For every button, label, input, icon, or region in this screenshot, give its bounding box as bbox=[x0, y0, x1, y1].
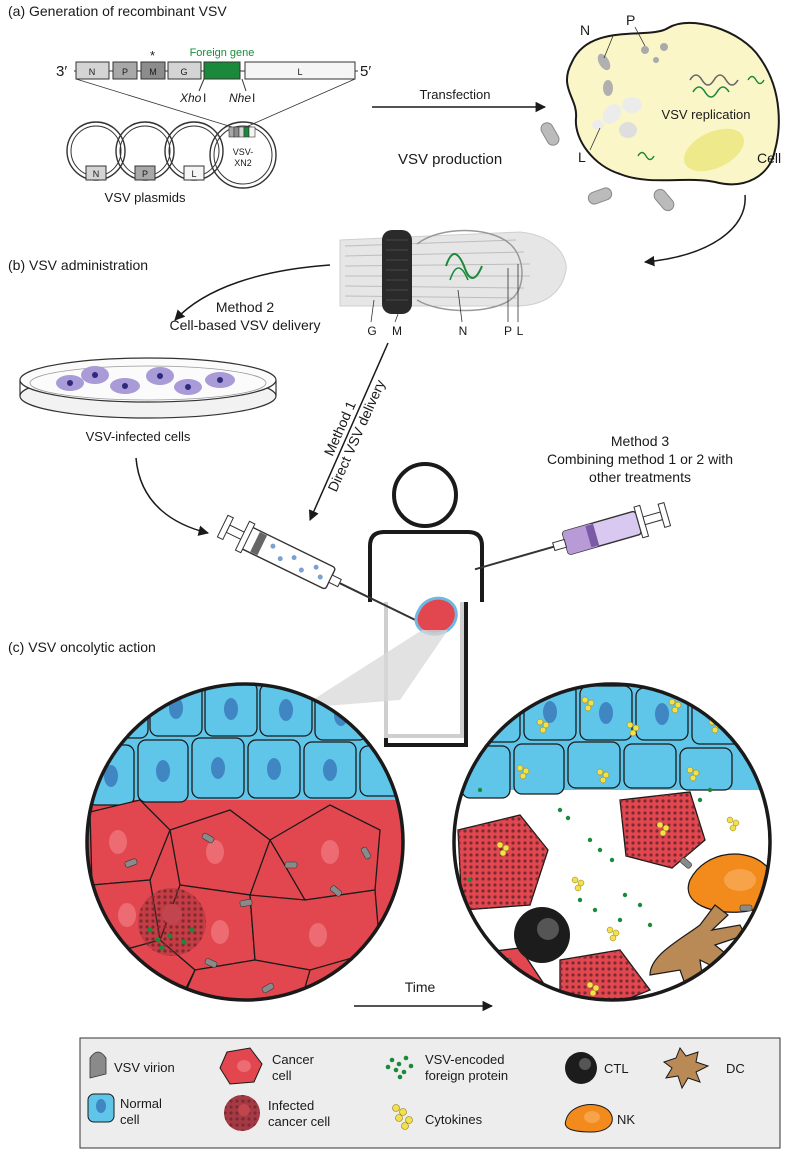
replication-label: VSV replication bbox=[662, 107, 751, 122]
foreign-protein-icon bbox=[385, 1055, 414, 1080]
nhei-site-suffix: I bbox=[252, 91, 255, 105]
gene-g-label: G bbox=[180, 67, 187, 77]
legend-cancer-line2: cell bbox=[272, 1068, 292, 1083]
strand-3prime-label: 3′ bbox=[56, 63, 67, 80]
legend-infected-line1: Infected bbox=[268, 1098, 314, 1113]
plasmid-l-label: L bbox=[191, 169, 196, 179]
tumor-site[interactable] bbox=[414, 596, 458, 636]
virion-icon bbox=[89, 1051, 107, 1079]
legend-foreign-line2: foreign protein bbox=[425, 1068, 508, 1083]
time-label: Time bbox=[405, 979, 436, 995]
legend-normal-line2: cell bbox=[120, 1112, 140, 1127]
legend-nk: NK bbox=[564, 1104, 635, 1133]
xhoi-site-prefix: Xho bbox=[179, 91, 202, 105]
legend-virion-label: VSV virion bbox=[114, 1060, 175, 1075]
plasmid-n-label: N bbox=[93, 169, 100, 179]
budding-virions bbox=[540, 122, 675, 212]
legend-normal: Normal cell bbox=[87, 1093, 162, 1127]
legend: VSV virion Normal cell Cancer cell Infec… bbox=[79, 1037, 781, 1149]
gene-m-box bbox=[140, 61, 166, 80]
vsv-plasmids: N P L VSV- XN2 VSV plasmids bbox=[66, 121, 277, 205]
method2-line2: Cell-based VSV delivery bbox=[170, 317, 321, 333]
vsv-virion-structure: G M N P L bbox=[339, 229, 567, 338]
vector-label-1: VSV- bbox=[233, 147, 254, 157]
panel-a-title: (a) Generation of recombinant VSV bbox=[8, 3, 227, 19]
cell-p-label: P bbox=[626, 12, 635, 28]
virion-l-label: L bbox=[517, 324, 524, 338]
cell-n-label: N bbox=[580, 22, 590, 38]
virion-p-label: P bbox=[504, 324, 512, 338]
vector-label-2: XN2 bbox=[234, 158, 252, 168]
syringe-left[interactable] bbox=[216, 512, 439, 642]
petri-dish bbox=[19, 357, 277, 419]
method3-line2: Combining method 1 or 2 with bbox=[547, 451, 733, 467]
legend-normal-line1: Normal bbox=[120, 1096, 162, 1111]
gene-g-box bbox=[167, 61, 202, 80]
gene-n-box bbox=[75, 61, 110, 80]
legend-cytokines-label: Cytokines bbox=[425, 1112, 483, 1127]
legend-infected-line2: cancer cell bbox=[268, 1114, 330, 1129]
virion-m-label: M bbox=[392, 324, 402, 338]
syringe-right[interactable] bbox=[471, 499, 672, 585]
gene-n-label: N bbox=[89, 67, 96, 77]
vsv-genome: 3′ 5′ N P M * G Foreign gene L Xho I Nhe… bbox=[56, 47, 371, 128]
legend-foreign: VSV-encoded foreign protein bbox=[385, 1052, 508, 1083]
production-arrow bbox=[643, 194, 746, 267]
method2-line1: Method 2 bbox=[216, 299, 275, 315]
virion-n-label: N bbox=[459, 324, 468, 338]
dc-icon bbox=[662, 1046, 710, 1090]
infected-cells-caption: VSV-infected cells bbox=[86, 429, 191, 444]
foreign-gene-box bbox=[203, 61, 241, 80]
gene-l-box bbox=[244, 61, 356, 80]
legend-cytokines: Cytokines bbox=[392, 1104, 483, 1130]
vsv-production-label: VSV production bbox=[398, 151, 502, 168]
panel-b-title: (b) VSV administration bbox=[8, 257, 148, 273]
gene-p-label: P bbox=[122, 67, 128, 77]
transfection-label: Transfection bbox=[419, 87, 490, 102]
tumor-after bbox=[452, 682, 772, 1002]
xhoi-site-suffix: I bbox=[203, 91, 206, 105]
method1-arrow bbox=[309, 342, 389, 521]
legend-dc: DC bbox=[662, 1046, 745, 1090]
plasmid-p-label: P bbox=[142, 169, 148, 179]
host-cell: Cell VSV replication N P L bbox=[566, 12, 781, 186]
legend-ctl: CTL bbox=[565, 1052, 629, 1084]
zoom-wedge bbox=[300, 630, 448, 708]
legend-cancer-line1: Cancer bbox=[272, 1052, 315, 1067]
cell-label: Cell bbox=[757, 150, 781, 166]
cell-delivery-arrow bbox=[135, 457, 210, 536]
gene-m-label: M bbox=[149, 67, 157, 77]
transfection-arrow: Transfection bbox=[372, 87, 547, 113]
legend-nk-label: NK bbox=[617, 1112, 635, 1127]
legend-virion: VSV virion bbox=[89, 1051, 175, 1079]
strand-5prime-label: 5′ bbox=[360, 63, 371, 80]
virion-g-label: G bbox=[367, 324, 376, 338]
asterisk-mark: * bbox=[150, 48, 155, 63]
legend-ctl-label: CTL bbox=[604, 1061, 629, 1076]
tumor-before bbox=[85, 682, 405, 1002]
gene-l-label: L bbox=[297, 67, 302, 77]
method3-line1: Method 3 bbox=[611, 433, 670, 449]
method2-arrow bbox=[174, 264, 331, 321]
legend-cancer: Cancer cell bbox=[219, 1047, 315, 1085]
method3-line3: other treatments bbox=[589, 469, 691, 485]
cytokine-icon bbox=[392, 1104, 413, 1130]
legend-dc-label: DC bbox=[726, 1061, 745, 1076]
legend-infected: Infected cancer cell bbox=[224, 1095, 330, 1131]
legend-foreign-line1: VSV-encoded bbox=[425, 1052, 505, 1067]
foreign-gene-label: Foreign gene bbox=[190, 47, 255, 59]
gene-p-box bbox=[112, 61, 138, 80]
panel-c-title: (c) VSV oncolytic action bbox=[8, 639, 156, 655]
cell-l-label: L bbox=[578, 149, 586, 165]
plasmids-caption: VSV plasmids bbox=[105, 190, 186, 205]
nhei-site-prefix: Nhe bbox=[229, 91, 251, 105]
